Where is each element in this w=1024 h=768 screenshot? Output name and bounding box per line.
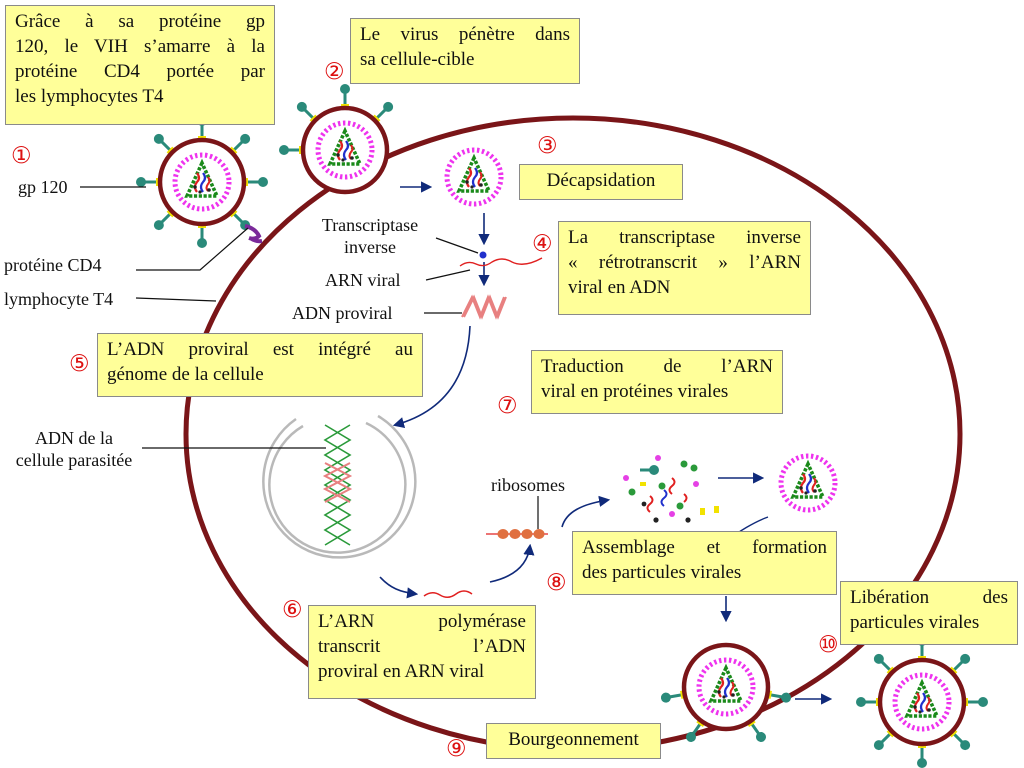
transcriptase-icon [479, 251, 487, 259]
step-number-2: ② [324, 59, 345, 85]
label-arn-viral: ARN viral [325, 270, 401, 290]
nucleus-envelope [262, 414, 417, 559]
step-1-box: Grâce à sa protéine gp 120, le VIH s’ama… [5, 5, 275, 125]
cd4-receptor-icon [244, 224, 263, 244]
budding-virion-icon [658, 642, 794, 746]
hiv-virion-icon [856, 636, 988, 768]
step-4-box: La transcriptase inverse « rétrotranscri… [558, 221, 811, 315]
step-number-10: ⑩ [818, 632, 839, 658]
step-5-box: L’ADN proviral est intégré au génome de … [97, 333, 423, 397]
viral-mrna-icon [423, 590, 473, 598]
label-adn-cellule: ADN de la cellule parasitée [15, 428, 133, 470]
step-number-8: ⑧ [546, 570, 567, 596]
ribosome-icon [497, 529, 545, 539]
step-7-box: Traduction de l’ARN viral en protéines v… [531, 350, 783, 414]
label-cd4: protéine CD4 [4, 255, 102, 275]
step-10-box: Libération des particules virales [840, 581, 1018, 645]
cell-dna-icon [323, 424, 352, 546]
label-adn-proviral: ADN proviral [292, 303, 393, 323]
step-number-5: ⑤ [69, 351, 90, 377]
step-6-box: L’ARN polymérase transcrit l’ADN provira… [308, 605, 536, 699]
step-2-box: Le virus pénètre dans sa cellule-cible [350, 18, 580, 84]
label-transcriptase: Transcriptase inverse [321, 215, 419, 257]
step-number-3: ③ [537, 133, 558, 159]
step-number-4: ④ [532, 231, 553, 257]
viral-rna-icon [459, 257, 543, 267]
viral-core-icon [447, 150, 501, 204]
step-number-6: ⑥ [282, 597, 303, 623]
label-gp120: gp 120 [18, 177, 68, 197]
step-number-1: ① [11, 143, 32, 169]
label-lymphocyte: lymphocyte T4 [4, 289, 114, 309]
step-8-box: Assemblage et formation des particules v… [572, 531, 837, 595]
viral-proteins-icon [623, 455, 719, 523]
label-ribosomes: ribosomes [491, 475, 565, 495]
dna-helix-icon [461, 296, 507, 318]
step-number-9: ⑨ [446, 736, 467, 762]
hiv-virion-icon [277, 82, 397, 195]
viral-core-icon [781, 456, 835, 510]
step-9-box: Bourgeonnement [486, 723, 661, 759]
step-number-7: ⑦ [497, 393, 518, 419]
step-3-box: Décapsidation [519, 164, 683, 200]
cell-membrane [183, 115, 963, 753]
